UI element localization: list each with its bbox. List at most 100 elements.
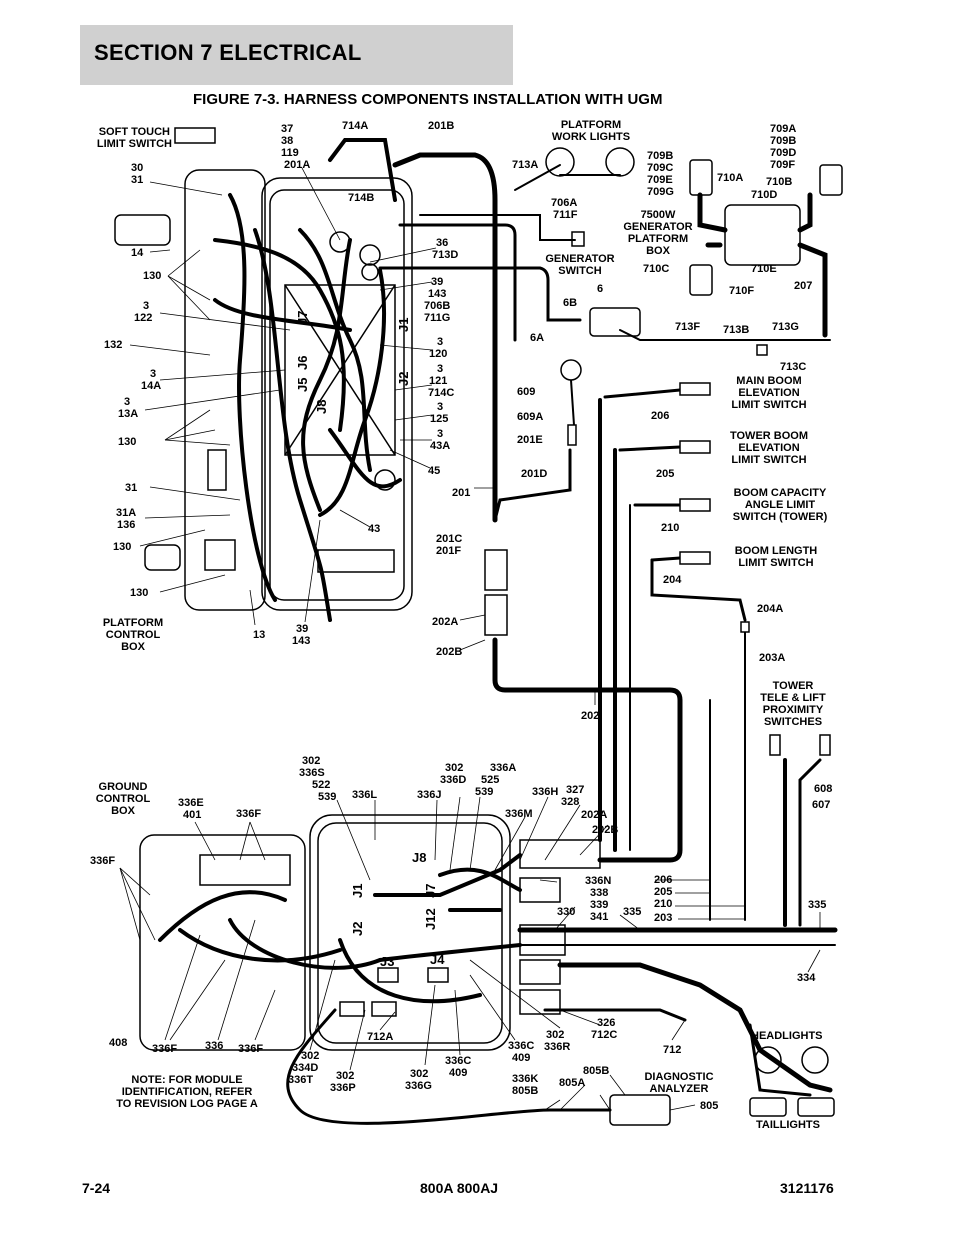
callout-6a: 6A bbox=[530, 332, 544, 344]
callout-336f-b1: 336F bbox=[152, 1043, 177, 1055]
callout-607: 607 bbox=[812, 799, 830, 811]
callout-336f-b2: 336F bbox=[238, 1043, 263, 1055]
callout-805: 805 bbox=[700, 1100, 718, 1112]
callout-712a: 712A bbox=[367, 1031, 393, 1043]
callout-710b: 710B bbox=[766, 176, 792, 188]
callout-712: 712 bbox=[663, 1044, 681, 1056]
callout-713g: 713G bbox=[772, 321, 799, 333]
callout-710f: 710F bbox=[729, 285, 754, 297]
callout-714b: 714B bbox=[348, 192, 374, 204]
callout-336h: 336H bbox=[532, 786, 558, 798]
callout-608: 608 bbox=[814, 783, 832, 795]
callout-335-b: 335 bbox=[808, 899, 826, 911]
callout-713b: 713B bbox=[723, 324, 749, 336]
platform-box-harness bbox=[213, 193, 402, 622]
callout-201: 201 bbox=[452, 487, 470, 499]
callout-805a: 805A bbox=[559, 1077, 585, 1089]
callout-336f-top: 336F bbox=[236, 808, 261, 820]
document-number: 3121176 bbox=[780, 1180, 834, 1196]
callout-130-d: 130 bbox=[130, 587, 148, 599]
callout-202a: 202A bbox=[432, 616, 458, 628]
callout-710a: 710A bbox=[717, 172, 743, 184]
callout-130-a: 130 bbox=[143, 270, 161, 282]
callout-202b: 202B bbox=[436, 646, 462, 658]
callout-334: 334 bbox=[797, 972, 816, 984]
connector-j1-top: J1 bbox=[396, 318, 411, 332]
connector-j7-top: J7 bbox=[295, 311, 310, 325]
ground-control-box bbox=[139, 814, 835, 1126]
callout-205-b: 205 bbox=[654, 886, 672, 898]
connector-j4-bot: J4 bbox=[430, 952, 445, 967]
generator-box bbox=[689, 159, 843, 296]
callout-43: 43 bbox=[368, 523, 380, 535]
callout-207: 207 bbox=[794, 280, 812, 292]
callout-132: 132 bbox=[104, 339, 122, 351]
callout-609a: 609A bbox=[517, 411, 543, 423]
callout-130-b: 130 bbox=[118, 436, 136, 448]
callout-203a: 203A bbox=[759, 652, 785, 664]
ground-box-harness bbox=[158, 853, 522, 1004]
connector-j2-top: J2 bbox=[396, 372, 411, 386]
page-number: 7-24 bbox=[82, 1180, 111, 1196]
callout-710c: 710C bbox=[643, 263, 669, 275]
label-taillights: TAILLIGHTS bbox=[756, 1119, 820, 1131]
callout-202b-2: 202B bbox=[592, 824, 618, 836]
callout-31: 31 bbox=[125, 482, 137, 494]
connector-j12-bot: J12 bbox=[423, 908, 438, 930]
connector-j6-top: J6 bbox=[295, 356, 310, 370]
model-number: 800A 800AJ bbox=[420, 1180, 499, 1196]
connector-j8-bot: J8 bbox=[412, 850, 426, 865]
connector-j1-bot: J1 bbox=[350, 884, 365, 898]
callout-201b: 201B bbox=[428, 120, 454, 132]
callout-714a: 714A bbox=[342, 120, 368, 132]
callout-202a-2: 202A bbox=[581, 809, 607, 821]
callout-336m: 336M bbox=[505, 808, 533, 820]
callout-203: 203 bbox=[654, 912, 672, 924]
callout-330: 330 bbox=[557, 906, 575, 918]
callout-210: 210 bbox=[661, 522, 679, 534]
section-title: SECTION 7 ELECTRICAL bbox=[94, 40, 362, 65]
callout-201d: 201D bbox=[521, 468, 547, 480]
generator-switch-plug bbox=[589, 307, 641, 337]
callout-336a: 336A bbox=[490, 762, 516, 774]
connector-j7-bot: J7 bbox=[423, 884, 438, 898]
figure-title: FIGURE 7-3. HARNESS COMPONENTS INSTALLAT… bbox=[193, 91, 663, 108]
callout-45: 45 bbox=[428, 465, 440, 477]
callout-336n: 336N bbox=[585, 875, 611, 887]
callout-713f: 713F bbox=[675, 321, 700, 333]
callout-336l: 336L bbox=[352, 789, 377, 801]
